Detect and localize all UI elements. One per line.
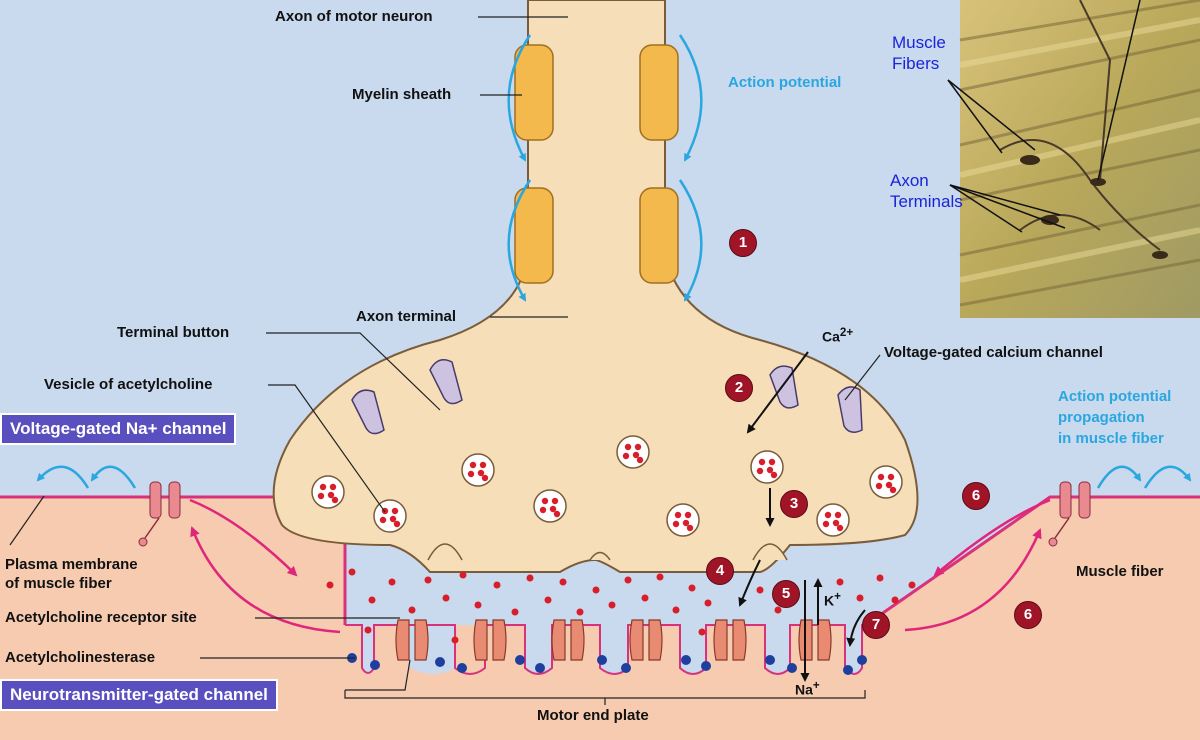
label-acetylcholine-receptor-site: Acetylcholine receptor site (5, 609, 197, 626)
label-sodium-ion: Na+ (795, 679, 820, 698)
potassium-ion-charge: + (834, 590, 841, 603)
label-action-potential: Action potential (728, 74, 842, 91)
myelin-sheath-segment (639, 44, 679, 141)
process-arrows (738, 351, 866, 682)
sodium-ion-charge: + (812, 679, 820, 692)
label-myelin-sheath: Myelin sheath (352, 86, 452, 103)
label-muscle-fiber: Muscle fiber (1076, 563, 1164, 580)
muscle-fiber-body (0, 497, 1200, 740)
label-voltage-gated-calcium-channel: Voltage-gated calcium channel (884, 344, 1103, 361)
muscle-propagation-arrows (36, 465, 1192, 489)
inset-label-muscle-fibers-1: Muscle (892, 33, 946, 52)
label-axon-motor-neuron: Axon of motor neuron (275, 8, 433, 25)
label-ap-propagation-line-3: in muscle fiber (1058, 430, 1164, 447)
depolarization-arrows (189, 498, 1051, 634)
label-box-voltage-gated-na-channel: Voltage-gated Na+ channel (0, 413, 237, 445)
label-ap-propagation-line-2: propagation (1058, 409, 1145, 426)
inset-label-muscle-fibers-2: Fibers (892, 54, 940, 73)
step-badge-2: 2 (725, 374, 753, 402)
released-acetylcholine (326, 568, 916, 649)
calcium-ion-symbol: Ca (822, 328, 840, 345)
leader-lines (9, 16, 881, 705)
myelin-sheath-segment (639, 187, 679, 284)
label-box-neurotransmitter-gated-channel: Neurotransmitter-gated channel (0, 679, 278, 711)
exocytosis-vesicles (427, 543, 788, 561)
label-ap-propagation-line-1: Action potential (1058, 388, 1172, 405)
label-plasma-membrane-line-2: of muscle fiber (5, 575, 112, 592)
label-calcium-ion: Ca2+ (822, 326, 853, 345)
step-badge-5: 5 (772, 580, 800, 608)
calcium-ion-charge: 2+ (839, 326, 854, 339)
calcium-channels (351, 359, 863, 435)
step-badge-1: 1 (729, 229, 757, 257)
action-potential-arrows (507, 34, 703, 302)
label-motor-end-plate: Motor end plate (537, 707, 649, 724)
label-plasma-membrane-line-1: Plasma membrane (5, 556, 138, 573)
acetylcholinesterase-enzymes (347, 653, 867, 675)
myelin-sheath-segment (514, 44, 554, 141)
label-axon-terminal: Axon terminal (356, 308, 457, 325)
inset-label-axon-terminals-1: Axon (890, 171, 929, 190)
label-terminal-button: Terminal button (117, 324, 230, 341)
muscle-micrograph-inset (947, 0, 1200, 318)
label-potassium-ion: K+ (824, 590, 841, 609)
step-badge-4: 4 (706, 557, 734, 585)
sodium-ion-symbol: Na (795, 681, 813, 698)
step-badge-7: 7 (862, 611, 890, 639)
voltage-gated-na-channels (138, 481, 1091, 547)
label-acetylcholinesterase: Acetylcholinesterase (5, 649, 156, 666)
step-badge-6-bottom: 6 (1014, 601, 1042, 629)
myelin-sheath-segment (514, 187, 554, 284)
inset-label-axon-terminals-2: Terminals (890, 192, 963, 211)
potassium-ion-symbol: K (824, 592, 835, 609)
label-vesicle-of-acetylcholine: Vesicle of acetylcholine (44, 376, 213, 393)
vesicles (311, 435, 903, 537)
step-badge-6-top: 6 (962, 482, 990, 510)
step-badge-3: 3 (780, 490, 808, 518)
